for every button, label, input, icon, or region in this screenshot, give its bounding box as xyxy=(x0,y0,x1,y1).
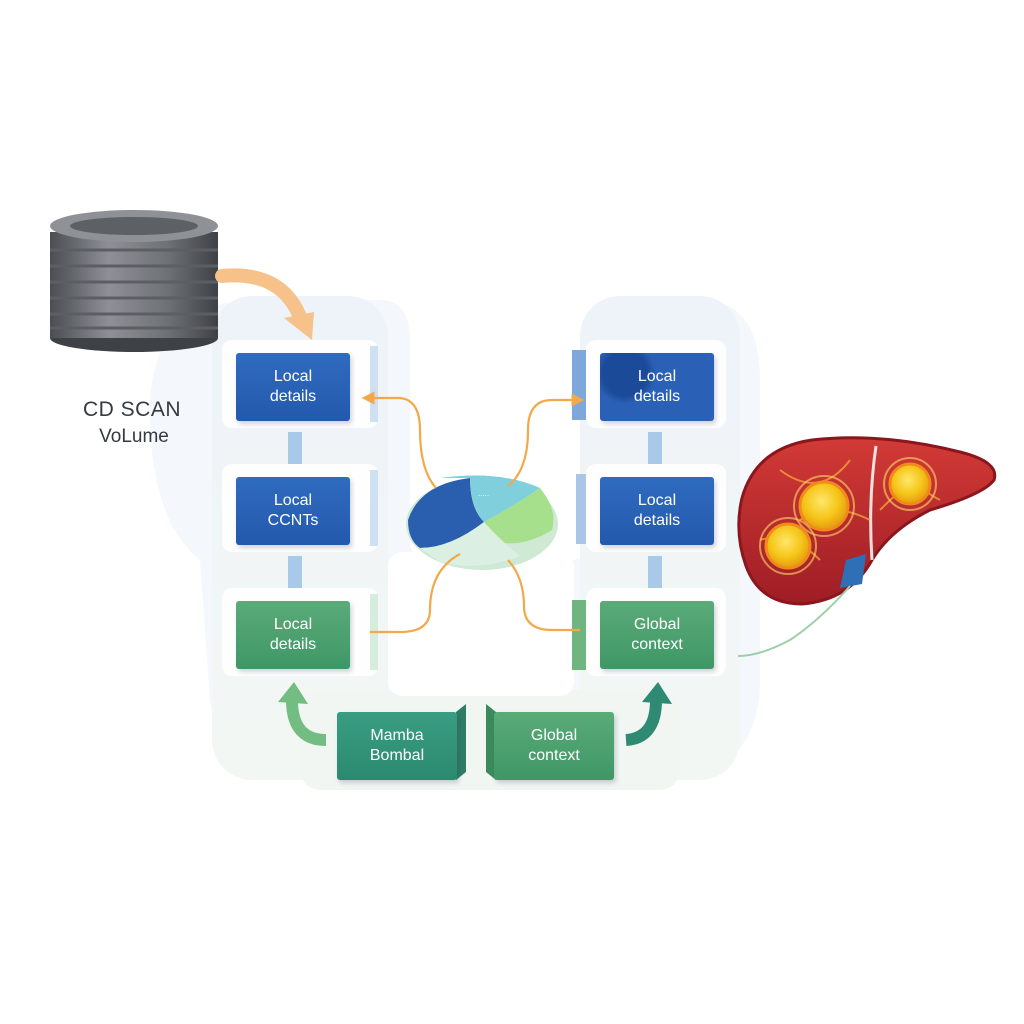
svg-text:·····: ····· xyxy=(478,492,489,500)
accent-strip xyxy=(370,470,378,546)
input-arrow xyxy=(215,268,309,329)
right-box-2[interactable]: Local details xyxy=(600,477,714,545)
vertical-connector xyxy=(648,556,662,588)
vertical-connector xyxy=(288,432,302,464)
left-box-2-label: Local CCNTs xyxy=(267,492,319,529)
lesion-marker xyxy=(759,517,817,575)
vertical-connector xyxy=(288,556,302,588)
accent-strip xyxy=(572,600,586,670)
bottom-box-mamba[interactable]: Mamba Bombal xyxy=(337,712,457,780)
bottom-box-global-label: Global context xyxy=(528,727,580,764)
left-box-3-label: Local details xyxy=(269,616,317,653)
right-box-1[interactable]: Local details xyxy=(600,353,714,421)
connector-line xyxy=(361,391,437,489)
center-cutout xyxy=(388,552,574,696)
input-caption-title: CD SCAN xyxy=(82,398,181,421)
ct-volume-icon xyxy=(50,210,218,352)
green-loop-arrow xyxy=(625,699,662,746)
connector-line xyxy=(370,553,461,634)
green-loop-arrow-head xyxy=(278,682,308,704)
box-depth xyxy=(456,704,466,780)
accent-strip xyxy=(370,346,378,422)
input-caption-subtitle: VoLume xyxy=(99,426,169,447)
accent-strip xyxy=(576,474,586,544)
vertical-connector xyxy=(648,432,662,464)
fusion-blob-icon: ····· xyxy=(406,475,558,570)
green-loop-arrow-head xyxy=(642,682,672,704)
connector-line xyxy=(507,559,580,632)
input-arrow-head xyxy=(284,312,314,340)
bottom-box-global[interactable]: Global context xyxy=(494,712,614,780)
left-box-1-label: Local details xyxy=(269,368,317,405)
left-box-2[interactable]: Local CCNTs xyxy=(236,477,350,545)
right-box-3[interactable]: Global context xyxy=(600,601,714,669)
right-box-3-label: Global context xyxy=(631,616,683,653)
right-box-2-label: Local details xyxy=(633,492,681,529)
accent-strip xyxy=(572,350,586,420)
left-box-1[interactable]: Local details xyxy=(236,353,350,421)
green-loop-arrow xyxy=(286,699,327,746)
lesion-marker xyxy=(793,475,855,537)
lesion-marker xyxy=(883,457,937,511)
left-box-3[interactable]: Local details xyxy=(236,601,350,669)
box-depth xyxy=(486,704,496,780)
bottom-box-mamba-label: Mamba Bombal xyxy=(369,727,425,764)
connector-line xyxy=(507,393,585,487)
right-box-1-label: Local details xyxy=(633,368,681,405)
